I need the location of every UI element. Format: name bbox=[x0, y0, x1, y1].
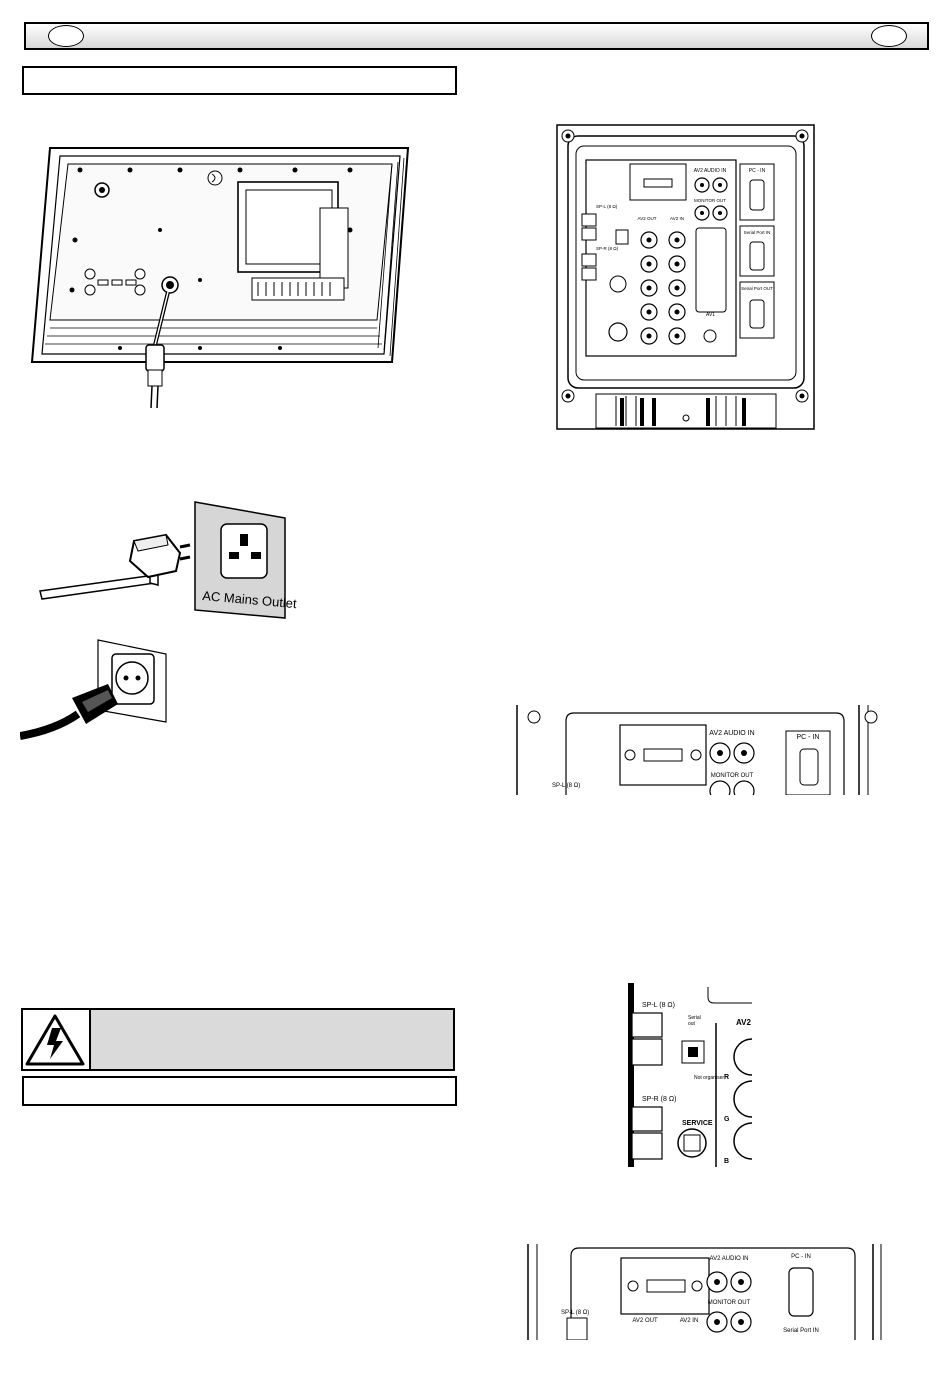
panel-label-av2-in: AV2 IN bbox=[670, 216, 684, 221]
detail-label-sp-l: SP-L (8 Ω) bbox=[552, 783, 580, 789]
electric-shock-warning-icon bbox=[25, 1014, 85, 1066]
bottom-label-serial-port-in: Serial Port IN bbox=[783, 1328, 819, 1334]
panel-label-monitor-out: MONITOR OUT bbox=[694, 198, 726, 203]
panel-label-serial-port-out: Serial Port OUT bbox=[741, 286, 773, 291]
ac-mains-outlet-illustration bbox=[194, 501, 286, 619]
detail-label-b: B bbox=[724, 1158, 729, 1165]
detail-label-g: G bbox=[724, 1116, 730, 1123]
connection-panel-full: AV2 AUDIO IN MONITOR OUT PC - IN Serial … bbox=[556, 124, 815, 430]
panel-label-av1: AV1 bbox=[706, 312, 715, 318]
detail-label-sp-l-2: SP-L (8 Ω) bbox=[642, 1002, 675, 1009]
detail-label-monitor-out: MONITOR OUT bbox=[711, 773, 754, 779]
tv-rear-illustration bbox=[30, 147, 410, 409]
detail-label-av2: AV2 bbox=[736, 1018, 752, 1027]
bottom-label-av2-out: AV2 OUT bbox=[632, 1318, 658, 1324]
detail-label-pc-in: PC - IN bbox=[797, 734, 820, 741]
bottom-label-monitor-out: MONITOR OUT bbox=[708, 1300, 751, 1306]
connection-panel-detail-service: SP-L (8 Ω) Serial out Not organiser SP-R… bbox=[628, 983, 752, 1167]
detail-label-sp-r: SP-R (8 Ω) bbox=[642, 1096, 676, 1103]
euro-plug-illustration bbox=[20, 639, 167, 740]
panel-label-serial-port-in: Serial Port IN bbox=[744, 230, 771, 235]
warning-box bbox=[21, 1008, 455, 1071]
warning-text-area bbox=[91, 1010, 453, 1069]
panel-label-av2-out: AV2 OUT bbox=[638, 216, 657, 221]
panel-label-av2-audio-in: AV2 AUDIO IN bbox=[694, 168, 727, 174]
language-badge-left bbox=[48, 25, 84, 47]
bottom-label-sp-l: SP-L (8 Ω) bbox=[561, 1310, 589, 1316]
connection-panel-detail-bottom: AV2 AUDIO IN MONITOR OUT PC - IN Serial … bbox=[527, 1244, 882, 1340]
detail-label-r: R bbox=[724, 1074, 729, 1081]
bottom-label-av2-in: AV2 IN bbox=[680, 1318, 699, 1324]
section-heading-box-2 bbox=[22, 1076, 457, 1106]
bottom-label-av2-audio-in: AV2 AUDIO IN bbox=[710, 1256, 749, 1262]
connection-panel-detail-top: AV2 AUDIO IN MONITOR OUT PC - IN SP-L (8… bbox=[516, 705, 878, 795]
header-bar bbox=[24, 22, 929, 50]
panel-label-pc-in: PC - IN bbox=[749, 168, 766, 174]
bottom-label-pc-in: PC - IN bbox=[791, 1254, 811, 1260]
detail-label-serial-out: out bbox=[688, 1021, 696, 1027]
warning-icon-cell bbox=[23, 1010, 91, 1069]
detail-label-av2-audio-in: AV2 AUDIO IN bbox=[709, 730, 754, 737]
detail-label-not-organiser: Not organiser bbox=[694, 1075, 724, 1081]
uk-plug-illustration bbox=[39, 533, 191, 600]
detail-label-service: SERVICE bbox=[682, 1120, 713, 1127]
section-heading-box bbox=[22, 66, 457, 95]
panel-label-sp-r: SP-R (8 Ω) bbox=[596, 246, 619, 251]
language-badge-right bbox=[871, 25, 907, 47]
detail-label-serial: Serial bbox=[688, 1015, 701, 1021]
panel-label-sp-l: SP-L (8 Ω) bbox=[596, 204, 618, 209]
